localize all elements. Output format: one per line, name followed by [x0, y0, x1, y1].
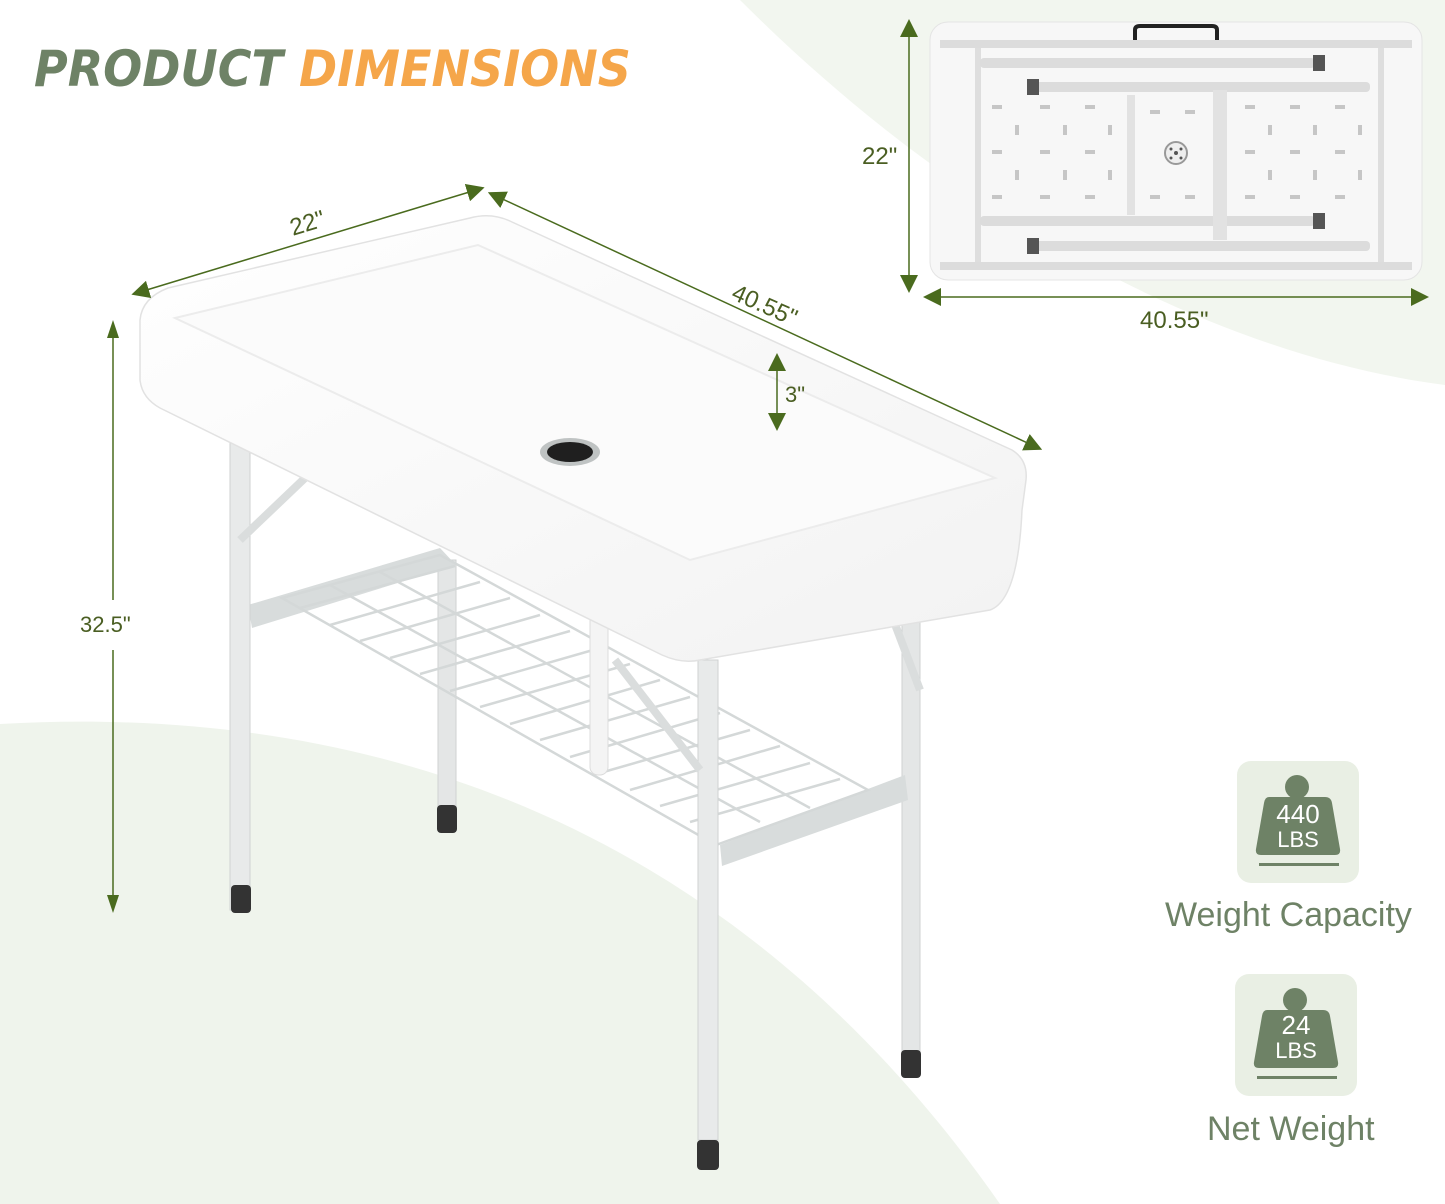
- weight-icon: [1255, 775, 1341, 866]
- net-weight-badge: 24 LBS: [1235, 974, 1357, 1096]
- folded-width-label: 22": [862, 143, 898, 170]
- net-weight-value: 24: [1281, 1010, 1311, 1040]
- title-part-product: PRODUCT: [34, 40, 283, 98]
- height-dimension-label: 32.5": [80, 612, 131, 637]
- weight-capacity-badge: 440 LBS: [1237, 761, 1359, 883]
- page-title: PRODUCT DIMENSIONS: [34, 40, 631, 98]
- folded-length-label: 40.55": [1140, 307, 1209, 334]
- weight-capacity-unit: LBS: [1277, 827, 1319, 852]
- weight-capacity-label: Weight Capacity: [1165, 896, 1412, 934]
- depth-dimension-label: 3": [785, 382, 806, 407]
- net-weight-label: Net Weight: [1207, 1110, 1375, 1148]
- net-weight-unit: LBS: [1275, 1038, 1317, 1063]
- weight-capacity-value: 440: [1276, 799, 1320, 829]
- title-part-dimensions: DIMENSIONS: [298, 40, 631, 98]
- weight-icon: [1253, 988, 1339, 1079]
